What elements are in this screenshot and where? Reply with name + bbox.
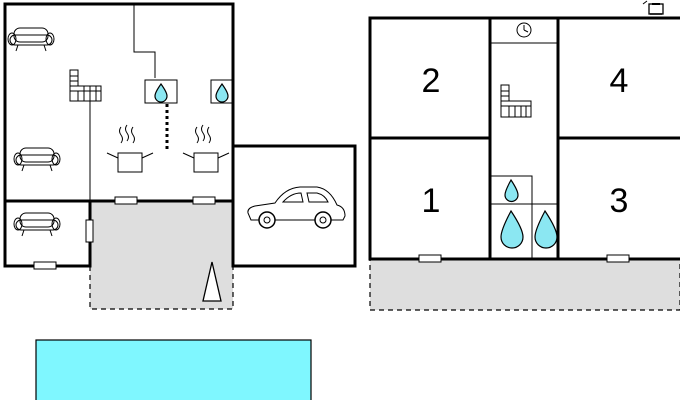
car-icon [247,186,346,229]
interior-partition [133,4,156,78]
right-building-outer-wall [368,16,680,261]
window-1 [114,196,138,205]
window-3 [33,261,57,270]
left-building-west-wall [3,2,92,268]
sofa-icon [7,27,55,52]
clock-icon [516,22,532,38]
bin-icon [642,0,664,15]
room-number: 4 [610,62,629,100]
door-bedroom [85,219,94,243]
window-right-1 [418,254,442,263]
room-number: 2 [422,62,441,100]
swimming-pool [35,339,312,400]
shower-icon [534,209,558,249]
room-number: 1 [422,182,441,220]
stairs-icon [69,69,102,102]
north-arrow-icon [202,261,222,302]
sofa-icon [13,212,61,237]
cooking-pot-icon [106,124,154,173]
sink-icon [210,79,234,104]
terrace-right [369,258,680,311]
left-building-outer-wall [3,2,357,268]
stairs-icon [500,84,532,118]
window-right-2 [606,254,630,263]
sink-icon [504,178,519,203]
sink-icon [144,79,178,104]
cooking-pot-icon [182,124,230,173]
shower-icon [500,209,524,249]
bathroom-wall [490,175,533,259]
room-number: 3 [610,182,629,220]
window-2 [192,196,216,205]
sofa-icon [13,147,61,172]
